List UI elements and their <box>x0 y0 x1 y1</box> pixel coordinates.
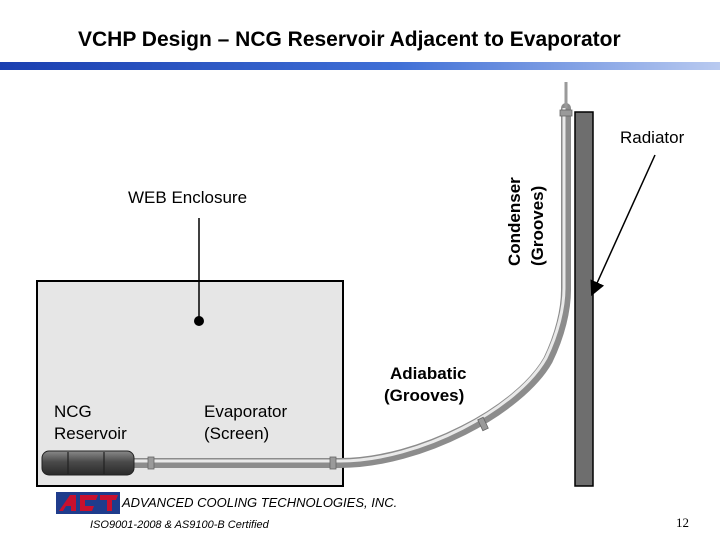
label-evaporator: Evaporator <box>204 402 288 421</box>
slide-title: VCHP Design – NCG Reservoir Adjacent to … <box>78 28 621 51</box>
label-web-enclosure: WEB Enclosure <box>128 188 248 207</box>
ncg-reservoir-cylinder <box>41 450 135 476</box>
label-evaporator-screen: (Screen) <box>204 424 270 443</box>
pipe-coupling <box>147 456 155 470</box>
page-number: 12 <box>676 515 689 530</box>
footer-company-name: ADVANCED COOLING TECHNOLOGIES, INC. <box>122 495 398 510</box>
act-logo <box>56 492 120 514</box>
pipe-coupling <box>477 416 489 432</box>
label-condenser: Condenser <box>505 177 524 266</box>
web-enclosure-box <box>36 280 344 487</box>
web-enclosure-leader-dot <box>194 316 204 326</box>
label-condenser-grooves: (Grooves) <box>528 185 547 266</box>
label-ncg: NCG <box>54 402 92 421</box>
label-radiator: Radiator <box>620 128 685 147</box>
radiator-panel <box>574 111 594 487</box>
label-ncg-reservoir: Reservoir <box>54 424 127 443</box>
heat-pipe <box>123 103 571 468</box>
heat-pipe-highlight <box>128 108 566 463</box>
label-adiabatic-grooves: (Grooves) <box>384 386 465 405</box>
label-adiabatic: Adiabatic <box>390 364 467 383</box>
footer-certification: ISO9001-2008 & AS9100-B Certified <box>90 519 269 531</box>
pipe-coupling <box>329 456 337 470</box>
radiator-arrow <box>590 154 656 297</box>
pipe-coupling <box>559 109 573 117</box>
title-underline-bar <box>0 62 720 70</box>
